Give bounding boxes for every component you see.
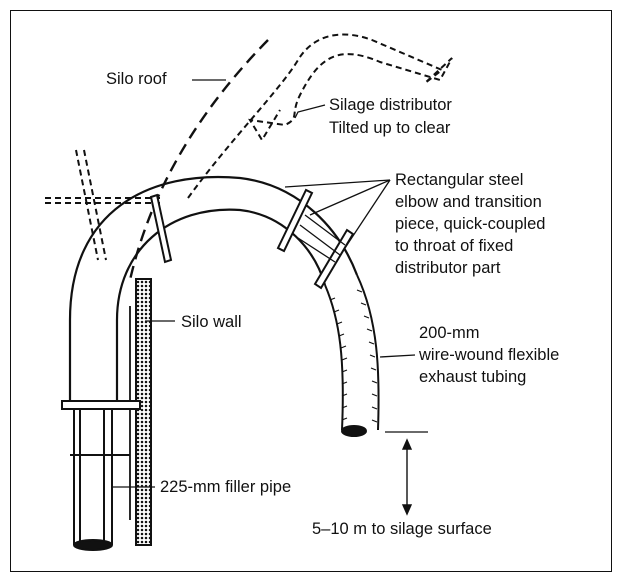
label-elbow-3: piece, quick-coupled xyxy=(395,215,546,233)
label-elbow-5: distributor part xyxy=(395,259,501,277)
label-tubing-1: 200-mm xyxy=(419,324,480,342)
label-distributor-1: Silage distributor xyxy=(329,96,452,114)
silo-wall xyxy=(135,278,152,546)
silo-roof xyxy=(128,39,269,281)
label-elbow-4: to throat of fixed xyxy=(395,237,514,255)
label-tubing-2: wire-wound flexible xyxy=(419,346,560,364)
label-elbow-2: elbow and transition xyxy=(395,193,542,211)
silage-distributor-outline xyxy=(45,33,453,261)
label-tubing-3: exhaust tubing xyxy=(419,368,527,386)
distance-arrow xyxy=(401,438,413,516)
label-distance: 5–10 m to silage surface xyxy=(312,520,492,538)
steel-elbow xyxy=(68,176,359,405)
label-silo-roof: Silo roof xyxy=(106,70,167,88)
filler-pipe xyxy=(73,409,113,551)
label-elbow-1: Rectangular steel xyxy=(395,171,524,189)
label-filler-pipe: 225-mm filler pipe xyxy=(160,478,292,496)
flexible-tubing xyxy=(324,274,380,437)
leader-lines xyxy=(113,79,428,488)
diagram-frame xyxy=(10,10,612,572)
quick-coupling-flanges xyxy=(149,188,355,290)
label-distributor-2: Tilted up to clear xyxy=(329,119,451,137)
label-silo-wall: Silo wall xyxy=(181,313,242,331)
filler-pipe-clamp xyxy=(61,400,141,410)
